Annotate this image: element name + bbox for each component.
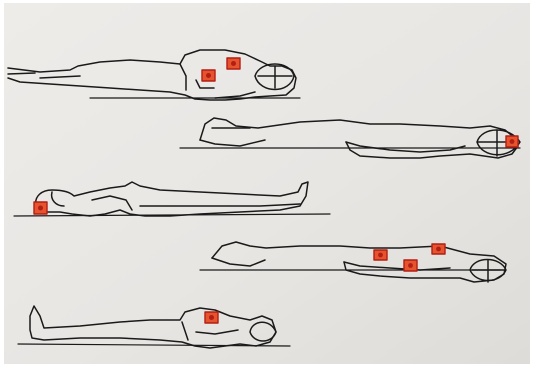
paper-background: [4, 3, 530, 364]
